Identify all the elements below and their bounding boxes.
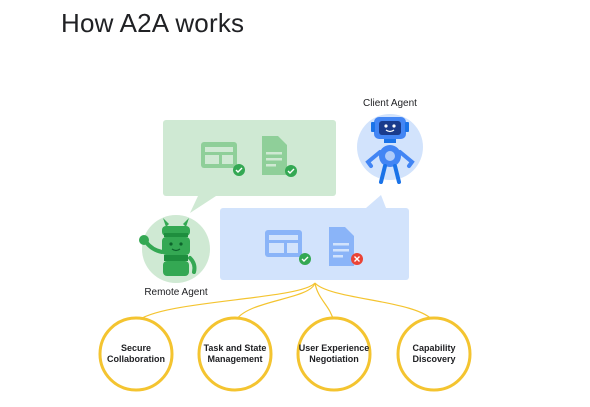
table-icon-blue bbox=[265, 230, 302, 257]
capability-label-line2: Discovery bbox=[412, 354, 456, 364]
capability-label: Capability Discovery bbox=[394, 343, 474, 365]
check-icon bbox=[233, 164, 245, 176]
capability-label: Secure Collaboration bbox=[96, 343, 176, 365]
check-icon bbox=[285, 165, 297, 177]
remote-agent-label: Remote Agent bbox=[144, 287, 208, 298]
capability-circle-secure-collaboration bbox=[98, 316, 174, 392]
page-title: How A2A works bbox=[61, 8, 245, 38]
error-icon bbox=[351, 253, 363, 265]
capability-circle-task-state-management bbox=[197, 316, 273, 392]
capability-label-line2: Collaboration bbox=[107, 354, 165, 364]
client-agent-avatar bbox=[357, 114, 423, 184]
capability-label-line1: User Experience bbox=[298, 343, 370, 353]
green-message-bubble bbox=[163, 120, 336, 213]
capability-label-line1: Secure bbox=[120, 343, 152, 353]
capability-label: Task and State Management bbox=[195, 343, 275, 365]
table-icon-green bbox=[201, 142, 237, 168]
capability-label-line1: Capability bbox=[412, 343, 456, 353]
document-icon-green bbox=[262, 136, 287, 175]
remote-agent-avatar bbox=[139, 215, 210, 283]
blue-message-bubble bbox=[220, 195, 409, 280]
capability-circle-capability-discovery bbox=[396, 316, 472, 392]
capability-label: User Experience Negotiation bbox=[294, 343, 374, 365]
connector-lines bbox=[135, 282, 435, 323]
document-icon-blue bbox=[329, 227, 354, 266]
client-agent-label: Client Agent bbox=[363, 98, 417, 109]
capability-label-line2: Negotiation bbox=[309, 354, 359, 364]
capability-label-line2: Management bbox=[207, 354, 263, 364]
capability-label-line1: Task and State bbox=[203, 343, 267, 353]
check-icon bbox=[299, 253, 311, 265]
capability-circle-user-experience-negotiation bbox=[296, 316, 372, 392]
